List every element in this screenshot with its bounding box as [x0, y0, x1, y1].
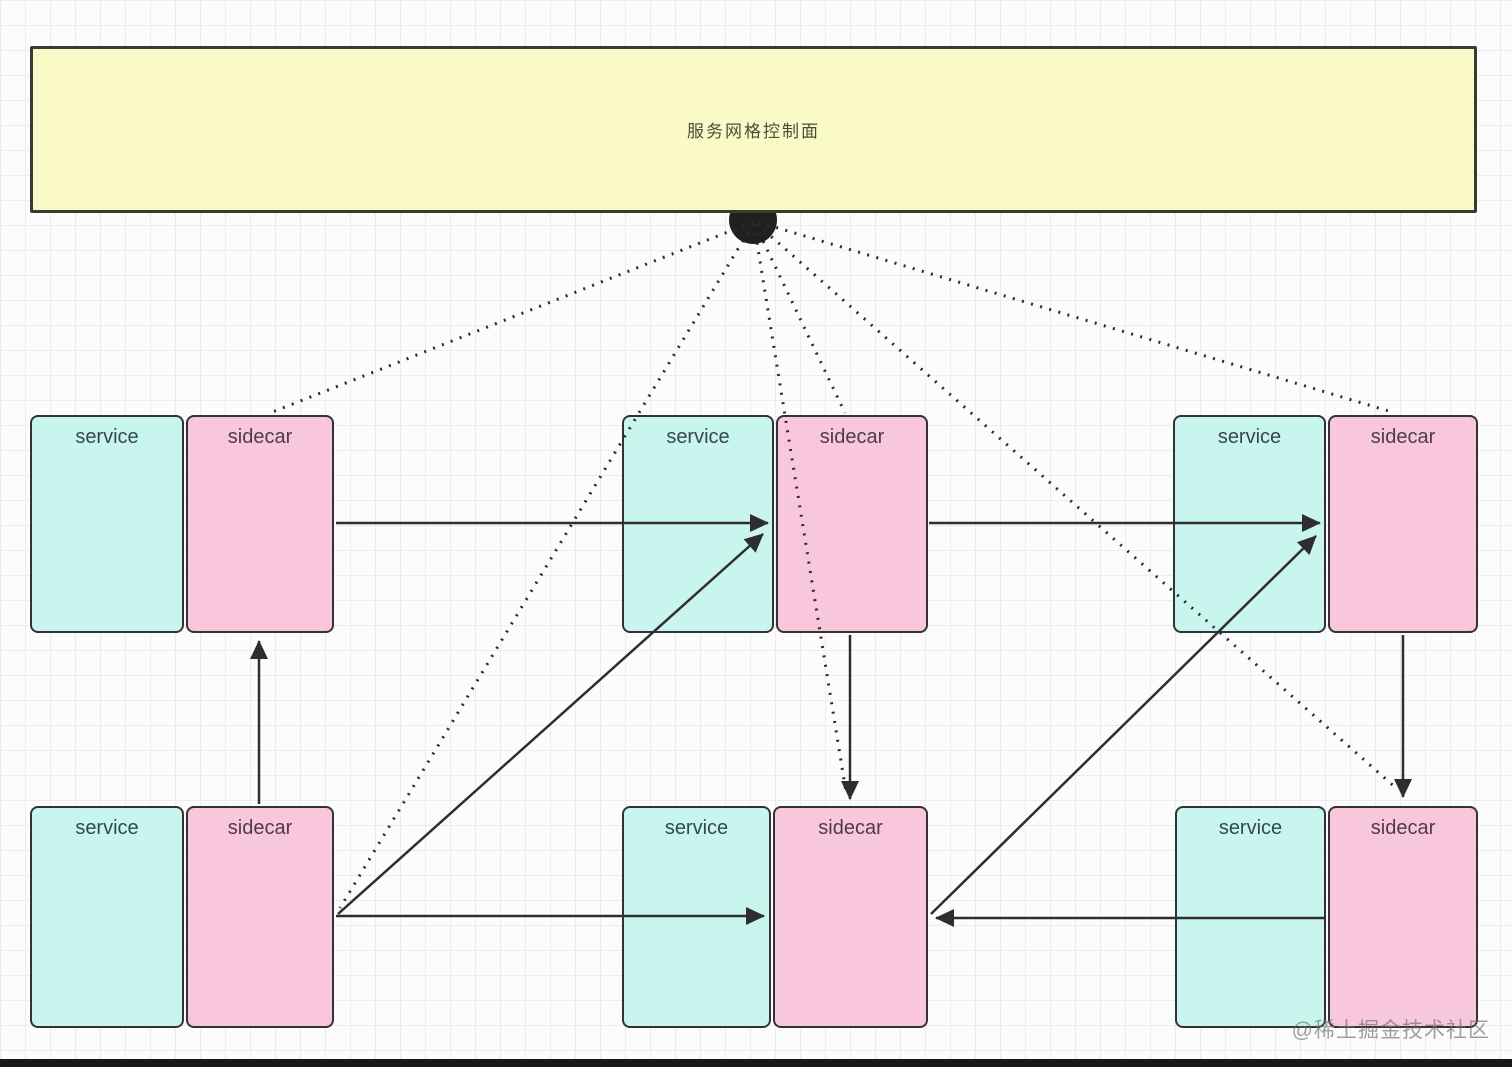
service-box-top-middle: service	[622, 415, 774, 633]
bottom-strip	[0, 1059, 1512, 1067]
sidecar-box-top-left: sidecar	[186, 415, 334, 633]
control-plane-label: 服务网格控制面	[687, 122, 820, 141]
edge-cp-to-sidecar-top-left	[269, 220, 754, 415]
service-box-top-right: service	[1173, 415, 1326, 633]
sidecar-label: sidecar	[1370, 817, 1436, 839]
sidecar-label: sidecar	[1370, 426, 1436, 448]
sidecar-box-bottom-middle: sidecar	[773, 806, 928, 1028]
service-label: service	[664, 817, 729, 839]
edge-cp-to-sidecar-top-right	[757, 220, 1393, 414]
sidecar-label: sidecar	[818, 817, 883, 839]
edge-cp-to-sidecar-top-middle	[753, 223, 847, 414]
service-label: service	[1218, 817, 1283, 839]
service-box-bottom-middle: service	[622, 806, 771, 1028]
service-label: service	[666, 426, 730, 448]
sidecar-box-top-middle: sidecar	[776, 415, 928, 633]
sidecar-box-bottom-right: sidecar	[1328, 806, 1478, 1028]
service-label: service	[75, 426, 139, 448]
sidecar-box-bottom-left: sidecar	[186, 806, 334, 1028]
sidecar-label: sidecar	[819, 426, 885, 448]
service-label: service	[1217, 426, 1282, 448]
service-box-bottom-left: service	[30, 806, 184, 1028]
watermark: @稀土掘金技术社区	[1291, 1019, 1490, 1042]
service-box-bottom-right: service	[1175, 806, 1326, 1028]
sidecar-label: sidecar	[227, 817, 293, 839]
sidecar-box-top-right: sidecar	[1328, 415, 1478, 633]
sidecar-label: sidecar	[227, 426, 293, 448]
service-box-top-left: service	[30, 415, 184, 633]
service-label: service	[75, 817, 139, 839]
control-plane-box: 服务网格控制面	[30, 46, 1477, 213]
